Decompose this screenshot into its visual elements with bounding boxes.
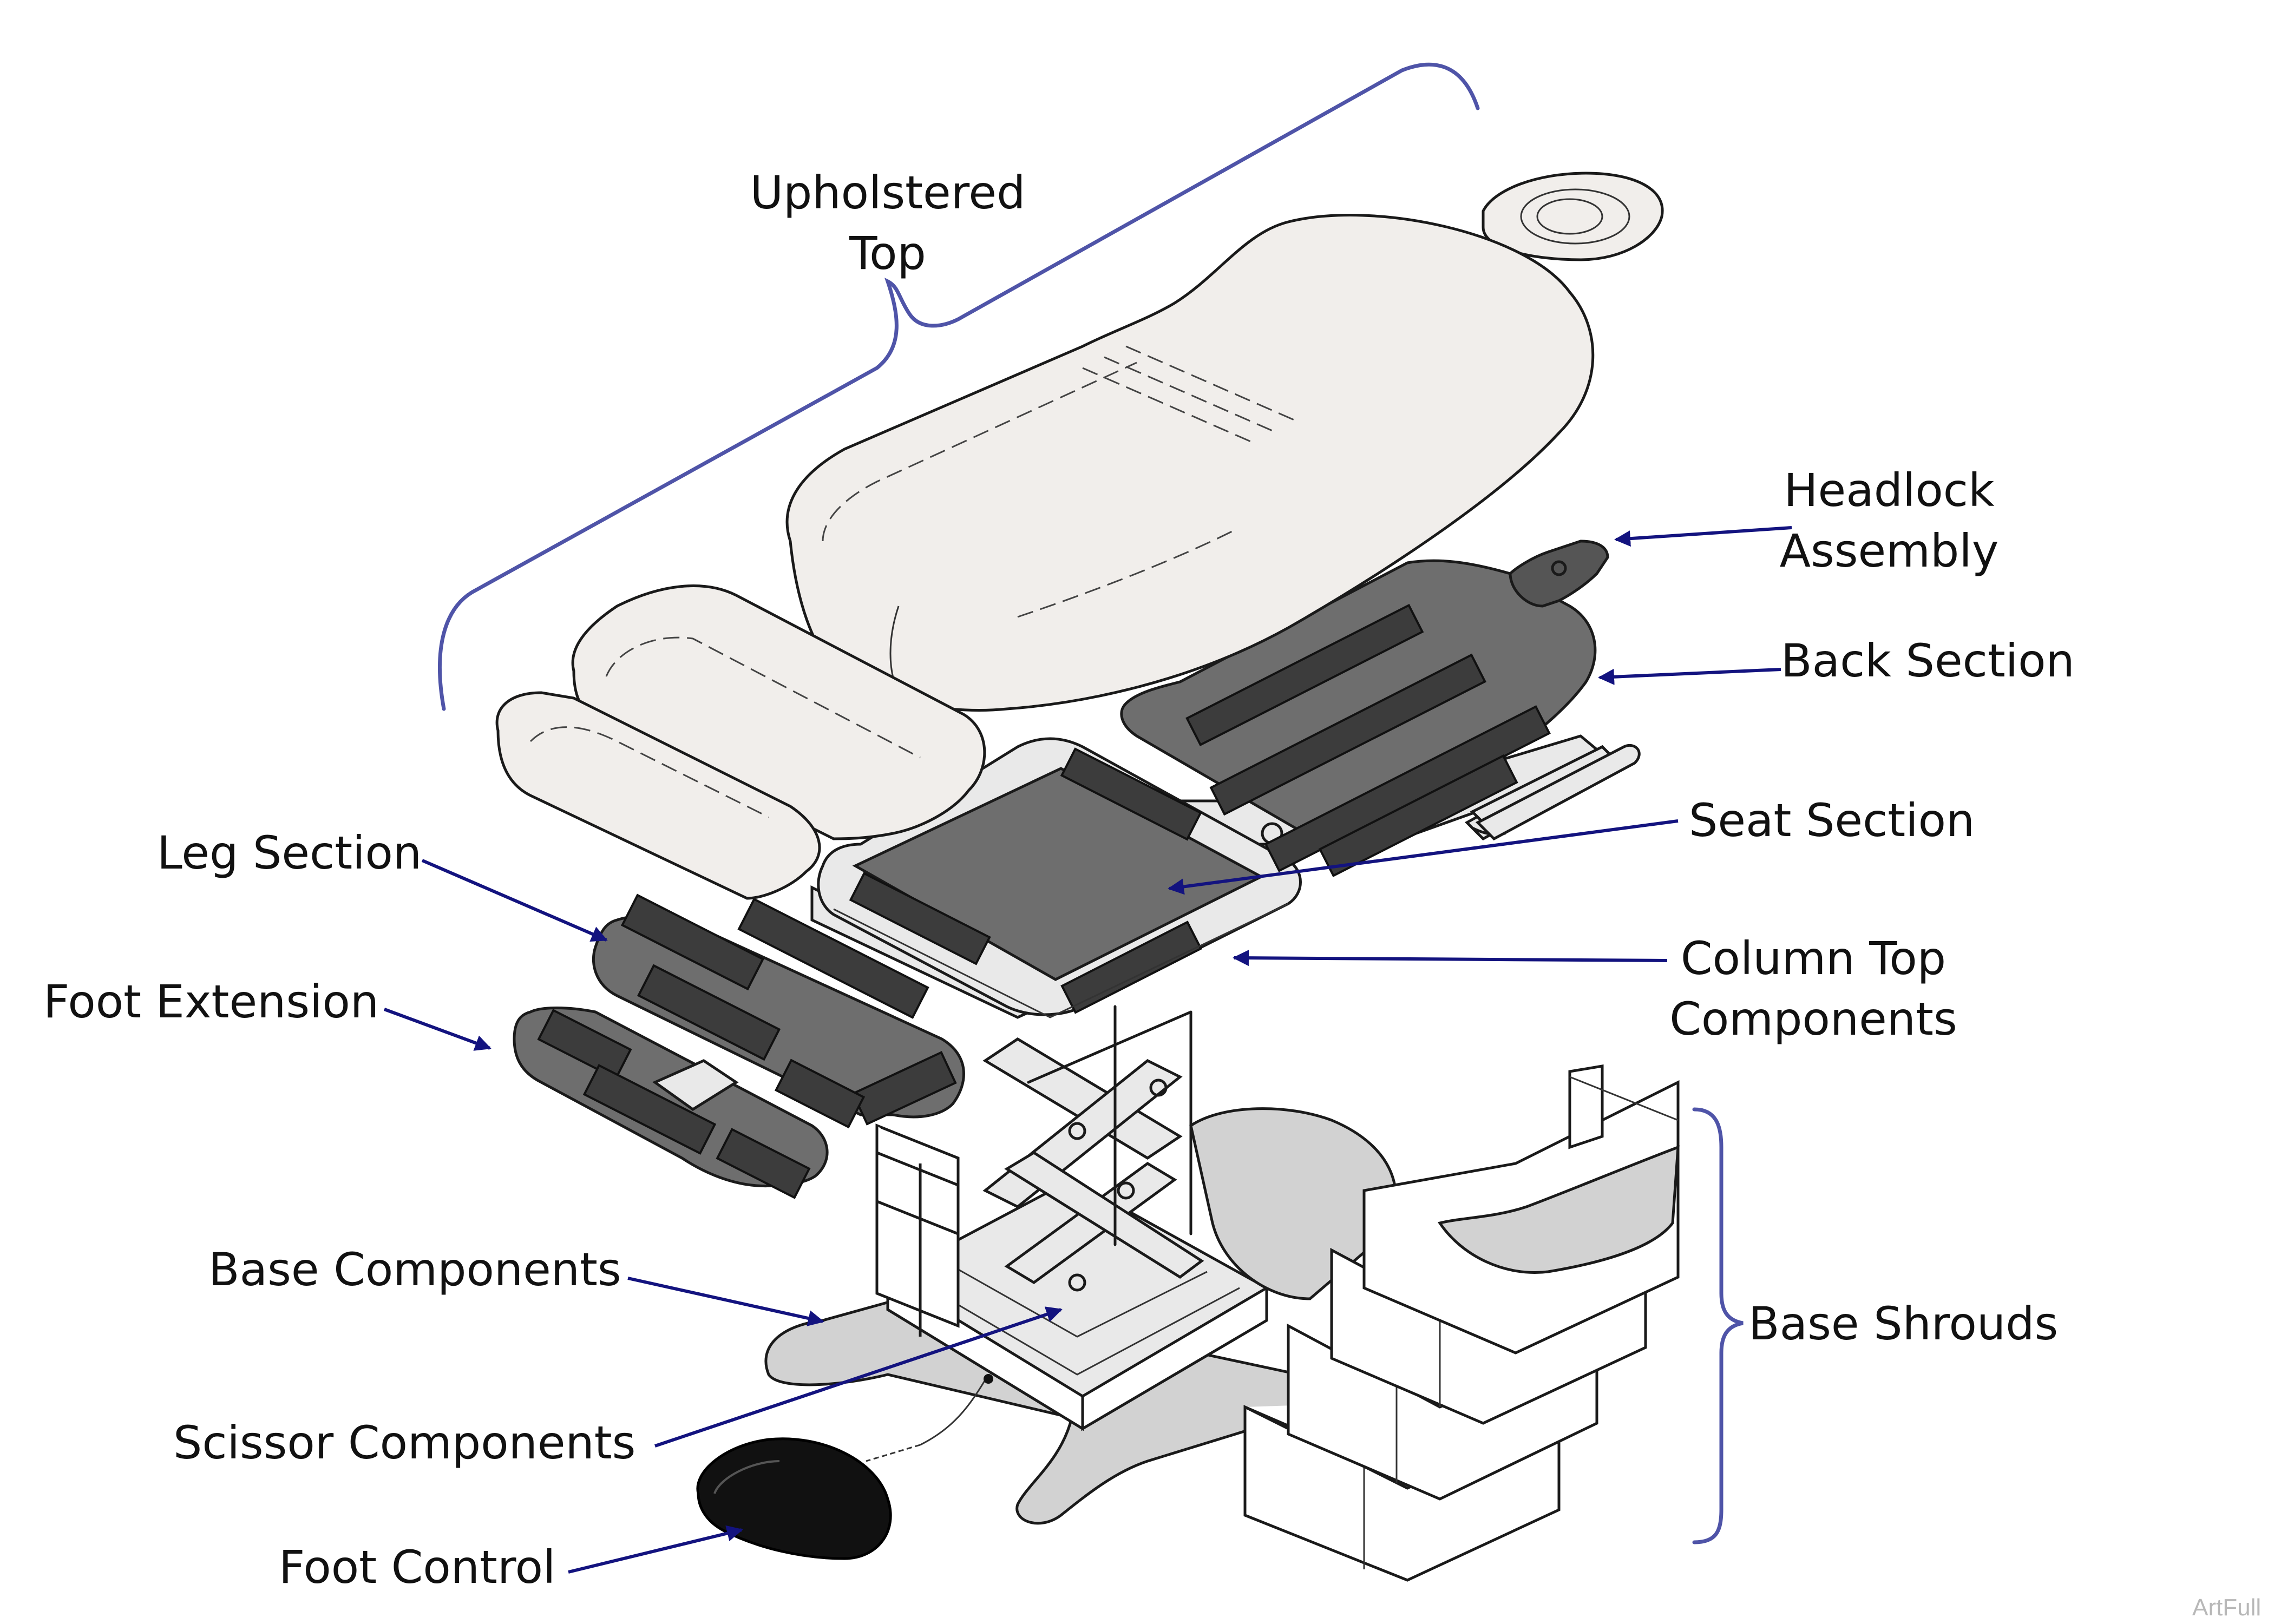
base-components-leader [627,1277,824,1326]
foot-control-label: Foot Control [279,1541,555,1594]
base-shrouds-brace [1692,1107,1744,1544]
scissor-components [982,1005,1204,1292]
seat-section-leader [1168,819,1679,895]
upholstered-top-label-line1: Upholstered [750,166,1026,219]
leg-section-leader [421,859,608,942]
back-section-label: Back Section [1781,634,2075,687]
base-shrouds [1189,1064,1680,1582]
back-section [1120,559,1641,877]
scissor-components-label: Scissor Components [173,1416,635,1469]
foot-extension-leader [383,1008,492,1051]
seat-section-label: Seat Section [1689,794,1975,847]
column-top-label-line2: Components [1669,992,1957,1046]
foot-control-leader [568,1525,743,1574]
column-shroud [875,1123,960,1337]
base-shrouds-label: Base Shrouds [1748,1297,2058,1350]
scissor-leader [654,1306,1063,1448]
headlock-label-line1: Headlock [1784,464,1995,517]
upholstered-top-label-line2: Top [849,227,926,280]
foot-control [696,1374,993,1560]
back-section-leader [1598,668,1781,685]
foot-extension [513,1007,829,1199]
upholstered-top-brace [438,62,1480,711]
headlock-assembly [1509,540,1609,608]
foot-extension-label: Foot Extension [43,975,379,1028]
upholstered-top [495,172,1664,900]
column-top-label-line1: Column Top [1681,932,1946,985]
base-components-label: Base Components [208,1243,621,1296]
watermark-text: ArtFull [2192,1594,2261,1621]
leg-section [592,893,965,1129]
leg-section-label: Leg Section [157,826,422,879]
headlock-leader [1614,526,1792,547]
headlock-label-line2: Assembly [1780,524,1999,577]
column-top-leader [1233,950,1668,966]
